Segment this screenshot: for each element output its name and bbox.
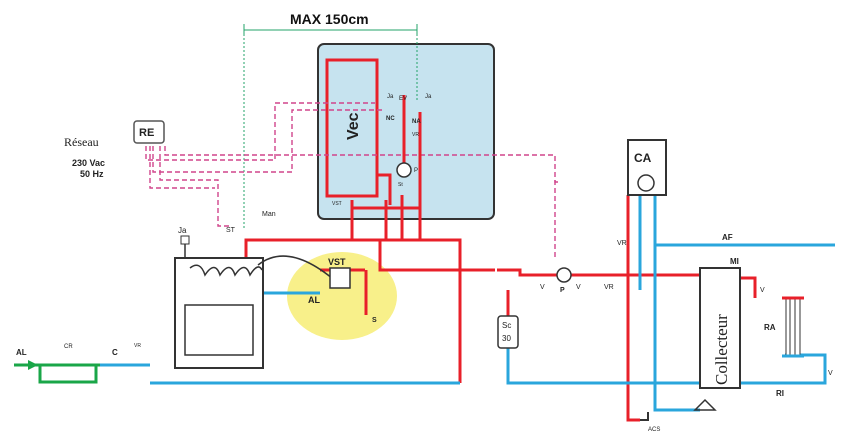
vst-highlight — [287, 252, 397, 340]
na-label: NA — [412, 119, 421, 125]
ja-box-left-label: Ja — [387, 94, 394, 100]
al-inlet-label: AL — [16, 348, 27, 357]
acs-tap-icon — [640, 412, 649, 421]
boiler-door — [184, 304, 254, 356]
expansion-tank-box — [317, 43, 495, 220]
inlet-arrow — [28, 360, 38, 370]
al-boiler-label: AL — [308, 295, 320, 305]
vec-label: Vec — [345, 112, 362, 140]
s-label: S — [372, 317, 377, 324]
ri-label: RI — [776, 389, 784, 398]
sc-num-label: 30 — [502, 334, 511, 343]
v-right-label: V — [576, 284, 581, 291]
re-box — [133, 120, 165, 144]
ra-label: RA — [764, 323, 776, 332]
sc-filter — [497, 315, 519, 349]
man-label: Man — [262, 211, 276, 218]
voltage-label: 230 Vac — [72, 158, 105, 168]
cr-label: CR — [64, 344, 73, 350]
sc-label: Sc — [502, 321, 511, 330]
re-label: RE — [139, 127, 154, 139]
st-label: ST — [226, 227, 236, 234]
st-box-label: St — [398, 182, 403, 188]
vst-valve — [329, 267, 351, 289]
hz-label: 50 Hz — [80, 169, 104, 179]
ja-purge — [180, 235, 190, 245]
ja-left-label: Ja — [178, 226, 187, 235]
p-box-label: P — [414, 168, 418, 174]
nc-label: NC — [386, 116, 395, 122]
v-mi-label: V — [760, 287, 765, 294]
vr-inlet-label: VR — [134, 343, 141, 349]
signal-wiring — [145, 102, 560, 258]
radiator — [782, 296, 804, 358]
vr-ca-label: VR — [617, 240, 627, 247]
acs-label: ACS — [648, 427, 660, 433]
ca-label: CA — [634, 151, 652, 165]
ca-pump-icon — [637, 174, 655, 192]
boiler-body — [174, 257, 264, 369]
pump-icon — [556, 267, 572, 283]
max-dimension-label: MAX 150cm — [290, 11, 369, 27]
vr-mid-label: VR — [604, 284, 614, 291]
mi-label: MI — [730, 257, 739, 266]
v-left-label: V — [540, 284, 545, 291]
cold-water-pipes — [150, 195, 835, 412]
inlet-group — [14, 363, 100, 384]
af-label: AF — [722, 233, 733, 242]
vst-label: VST — [328, 257, 346, 267]
p-pump-label: P — [560, 287, 565, 294]
box-pump-icon — [396, 162, 412, 178]
vec-vessel — [325, 58, 379, 198]
vst-box-label: VST — [332, 201, 342, 207]
c-label: C — [112, 348, 118, 357]
dimension-marker — [243, 24, 418, 228]
vr-box-label: VR — [412, 132, 419, 138]
reseau-label: Réseau — [64, 135, 99, 149]
acs-drain-icon — [693, 398, 717, 411]
ja-box-right-label: Ja — [425, 94, 432, 100]
v-ri-label: V — [828, 370, 833, 377]
ev-label: EV — [399, 96, 407, 102]
collecteur-label: Collecteur — [712, 314, 731, 385]
collecteur-box — [699, 267, 741, 389]
